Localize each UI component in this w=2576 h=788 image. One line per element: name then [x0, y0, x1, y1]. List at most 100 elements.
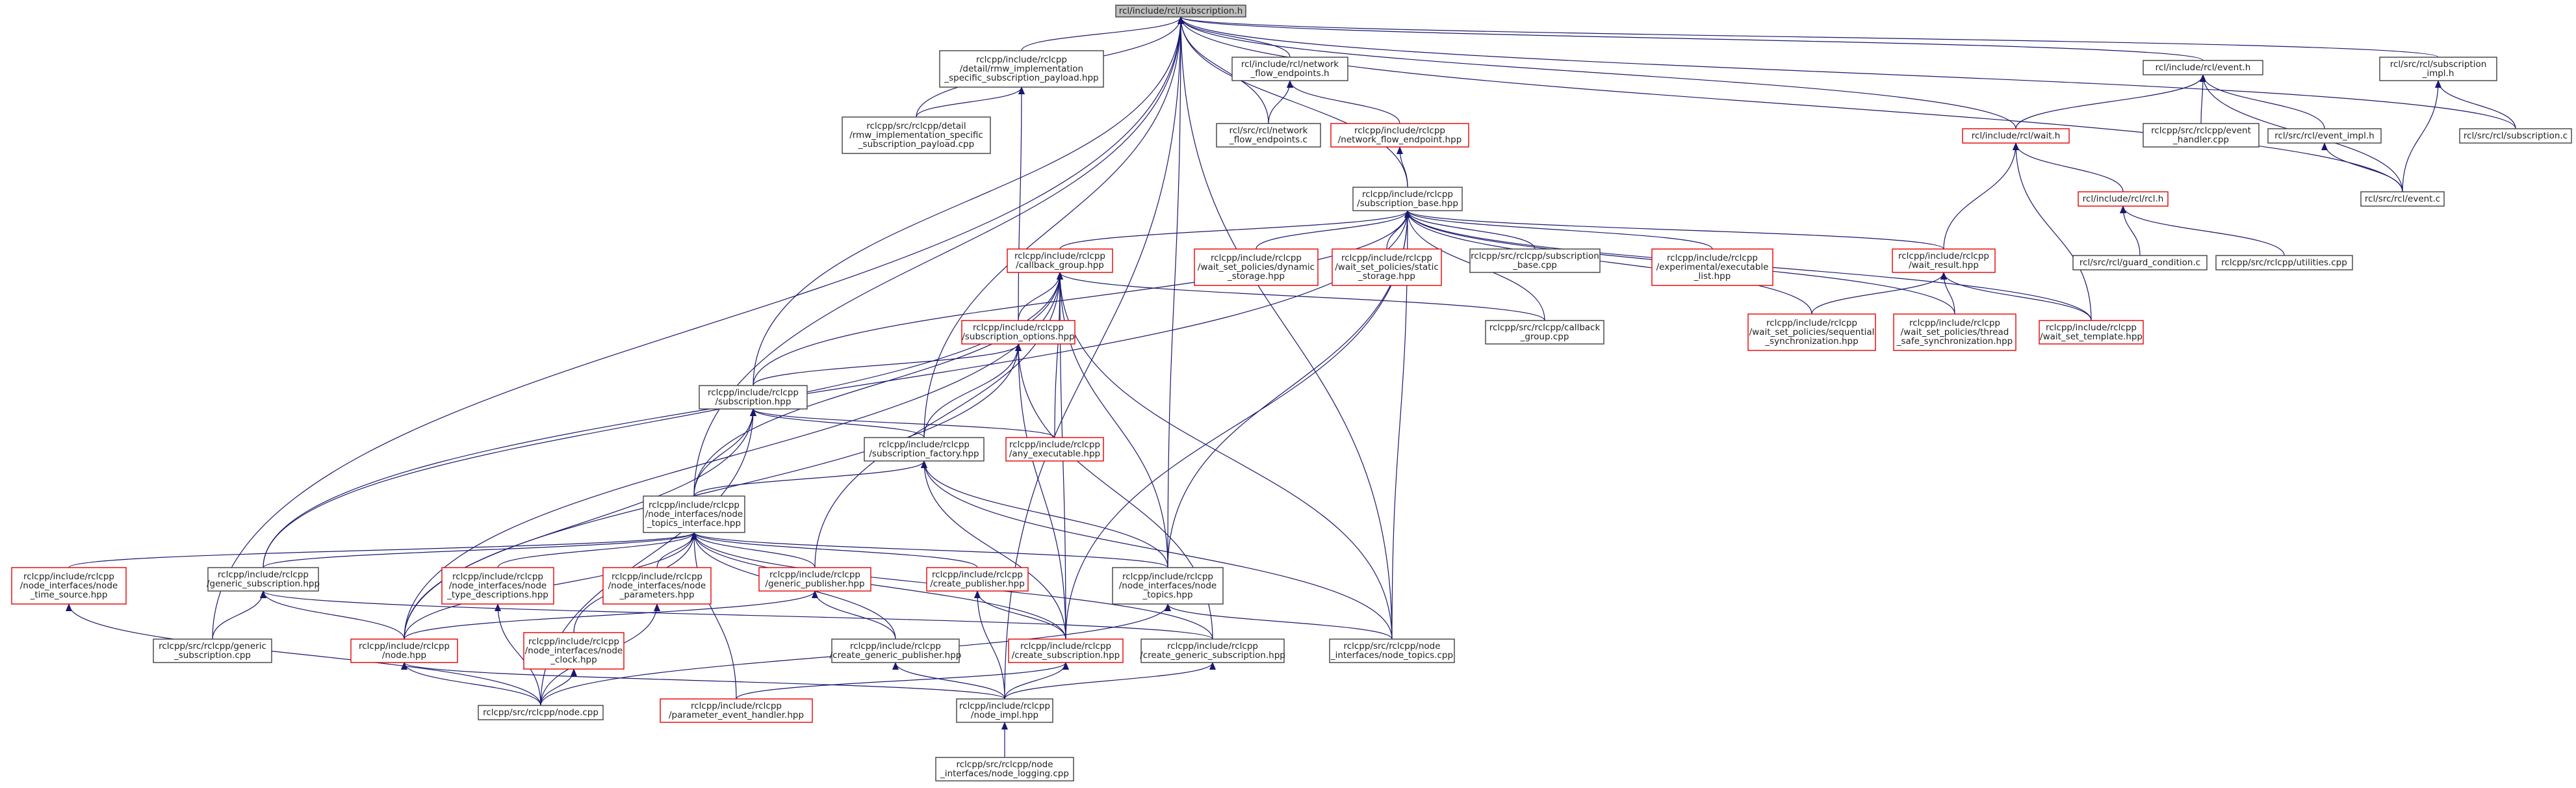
node-callback-group-hpp[interactable]: rclcpp/include/rclcpp/callback_group.hpp — [1007, 248, 1113, 273]
node-label-line: /detail/rmw_implementation — [960, 64, 1083, 74]
node-ws-template[interactable]: rclcpp/include/rclcpp/wait_set_template.… — [2039, 320, 2144, 345]
node-label-line: rclcpp/src/rclcpp/node.cpp — [483, 707, 599, 718]
edge-node_impl-to-create_gen_pub — [892, 662, 1005, 700]
node-wait-result[interactable]: rclcpp/include/rclcpp/wait_result.hpp — [1892, 248, 1996, 273]
node-create-gen-pub[interactable]: rclcpp/include/rclcpp/create_generic_pub… — [830, 638, 962, 663]
node-gen-sub-hpp[interactable]: rclcpp/include/rclcpp/generic_subscripti… — [207, 567, 320, 592]
node-cbg-cpp[interactable]: rclcpp/src/rclcpp/callback_group.cpp — [1485, 320, 1604, 345]
node-label-line: rcl/include/rcl/network — [1241, 59, 1339, 70]
node-create-sub[interactable]: rclcpp/include/rclcpp/create_subscriptio… — [1008, 638, 1124, 663]
node-root[interactable]: rcl/include/rcl/subscription.h — [1115, 5, 1246, 18]
node-param-event[interactable]: rclcpp/include/rclcpp/parameter_event_ha… — [660, 698, 813, 723]
node-event-c[interactable]: rcl/src/rcl/event.c — [2360, 191, 2445, 207]
node-utilities-cpp[interactable]: rclcpp/src/rclcpp/utilities.cpp — [2215, 255, 2353, 270]
node-box — [1332, 248, 1442, 286]
node-subscription-hpp[interactable]: rclcpp/include/rclcpp/subscription.hpp — [699, 385, 808, 410]
node-wait-h[interactable]: rcl/include/rcl/wait.h — [1962, 128, 2070, 144]
edge-node_hpp-to-sub_options — [404, 343, 1022, 640]
node-box — [1115, 5, 1246, 18]
node-box — [1216, 123, 1321, 148]
node-netflow-hpp[interactable]: rclcpp/include/rclcpp/network_flow_endpo… — [1330, 123, 1469, 148]
node-rmw-hpp[interactable]: rclcpp/include/rclcpp/detail/rmw_impleme… — [939, 50, 1104, 88]
edge-ntopics_hpp-to-sub_factory — [921, 460, 1168, 568]
node-node-impl[interactable]: rclcpp/include/rclcpp/node_impl.hpp — [956, 698, 1053, 723]
node-label-line: rclcpp/include/rclcpp — [528, 637, 619, 647]
edge-guard_c-to-rcl_h — [2120, 205, 2141, 256]
edge-subimpl_h-to-root — [1178, 16, 2439, 58]
node-nts[interactable]: rclcpp/include/rclcpp/node_interfaces/no… — [11, 567, 127, 605]
node-box — [478, 705, 604, 720]
edge-subbase_hpp-to-netflow_hpp — [1397, 146, 1408, 188]
node-ntd[interactable]: rclcpp/include/rclcpp/node_interfaces/no… — [441, 567, 554, 605]
node-label-line: /create_generic_subscription.hpp — [1140, 650, 1285, 661]
node-label-line: /wait_set_policies/dynamic — [1198, 262, 1315, 272]
edge-node_impl-to-create_gen_sub — [1004, 662, 1216, 700]
node-sub-options[interactable]: rclcpp/include/rclcpp/subscription_optio… — [961, 320, 1075, 345]
node-subimpl-h[interactable]: rcl/src/rcl/subscription_impl.h — [2379, 57, 2497, 81]
node-sub-factory[interactable]: rclcpp/include/rclcpp/subscription_facto… — [864, 437, 985, 462]
node-nti[interactable]: rclcpp/include/rclcpp/node_interfaces/no… — [643, 495, 745, 533]
node-netflow-h[interactable]: rcl/include/rcl/network_flow_endpoints.h — [1231, 57, 1348, 81]
node-box — [1008, 638, 1124, 663]
node-label-line: _subscription.cpp — [174, 650, 251, 661]
node-ws-static[interactable]: rclcpp/include/rclcpp/wait_set_policies/… — [1332, 248, 1442, 286]
node-box — [2379, 57, 2497, 81]
node-box — [153, 638, 272, 663]
edge-ws_seq-to-subbase_hpp — [1404, 210, 1812, 315]
node-event-impl-h[interactable]: rcl/src/rcl/event_impl.h — [2267, 128, 2382, 144]
node-label-line: _safe_synchronization.hpp — [1896, 336, 2013, 347]
node-create-pub[interactable]: rclcpp/include/rclcpp/create_publisher.h… — [926, 567, 1029, 592]
edge-ntopics_cpp-to-root — [1178, 16, 1393, 640]
node-label-line: /generic_subscription.hpp — [207, 579, 320, 589]
node-gen-sub-cpp[interactable]: rclcpp/src/rclcpp/generic_subscription.c… — [153, 638, 272, 663]
node-event-handler-cpp[interactable]: rclcpp/src/rclcpp/event_handler.cpp — [2143, 123, 2260, 148]
edge-wait_result-to-subbase_hpp — [1404, 210, 1944, 250]
node-node-cpp[interactable]: rclcpp/src/rclcpp/node.cpp — [478, 705, 604, 720]
node-label-line: _parameters.hpp — [619, 590, 694, 600]
edge-ntopics_cpp-to-ntopics_hpp — [1165, 603, 1393, 640]
node-node-logging[interactable]: rclcpp/src/rclcpp/node_interfaces/node_l… — [935, 757, 1074, 781]
node-gen-pub-hpp[interactable]: rclcpp/include/rclcpp/generic_publisher.… — [758, 567, 871, 592]
edge-create_gen_pub-to-gen_pub_hpp — [812, 590, 896, 640]
node-label-line: rclcpp/include/rclcpp — [218, 570, 309, 580]
node-label-line: rclcpp/include/rclcpp — [973, 322, 1064, 333]
node-ws-thread[interactable]: rclcpp/include/rclcpp/wait_set_policies/… — [1893, 313, 2016, 351]
node-label-line: /node_interfaces/node — [608, 581, 706, 591]
node-box — [1005, 437, 1104, 462]
edge-rmw_cpp-to-rmw_hpp — [916, 86, 1025, 118]
node-box — [758, 567, 871, 592]
node-rcl-h[interactable]: rcl/include/rcl/rcl.h — [2078, 191, 2169, 207]
node-any-exec[interactable]: rclcpp/include/rclcpp/any_executable.hpp — [1005, 437, 1104, 462]
node-box — [2459, 128, 2572, 144]
edge-subscription_c-to-root — [1178, 16, 2516, 129]
edge-event_h-to-root — [1178, 16, 2204, 61]
node-nparams[interactable]: rclcpp/include/rclcpp/node_interfaces/no… — [602, 567, 712, 605]
node-subscription-c[interactable]: rcl/src/rcl/subscription.c — [2459, 128, 2572, 144]
edge-node_impl-to-node_hpp — [401, 662, 1005, 700]
node-nclock[interactable]: rclcpp/include/rclcpp/node_interfaces/no… — [523, 632, 625, 670]
node-label-line: /callback_group.hpp — [1016, 260, 1104, 270]
node-label-line: rclcpp/src/rclcpp/subscription — [1471, 251, 1599, 261]
node-box — [1194, 248, 1319, 286]
node-subbase-hpp[interactable]: rclcpp/include/rclcpp/subscription_base.… — [1352, 187, 1463, 211]
node-subbase-cpp[interactable]: rclcpp/src/rclcpp/subscription_base.cpp — [1469, 248, 1601, 273]
node-label-line: _group.cpp — [1520, 332, 1569, 342]
node-event-h[interactable]: rcl/include/rcl/event.h — [2143, 60, 2263, 75]
edge-sub_factory-to-sub_options — [923, 343, 1022, 438]
node-netflow-c[interactable]: rcl/src/rcl/network_flow_endpoints.c — [1216, 123, 1321, 148]
node-ws-dynamic[interactable]: rclcpp/include/rclcpp/wait_set_policies/… — [1194, 248, 1319, 286]
node-box — [441, 567, 554, 605]
node-guard-c[interactable]: rcl/src/rcl/guard_condition.c — [2072, 255, 2208, 270]
node-label-line: rcl/include/rcl/rcl.h — [2083, 194, 2164, 204]
node-label-line: rclcpp/include/rclcpp — [1341, 253, 1432, 263]
node-label-line: rcl/src/rcl/event_impl.h — [2274, 131, 2374, 141]
node-ntopics-cpp[interactable]: rclcpp/src/rclcpp/node_interfaces/node_t… — [1329, 638, 1455, 663]
node-exec-list[interactable]: rclcpp/include/rclcpp/experimental/execu… — [1651, 248, 1773, 286]
node-create-gen-sub[interactable]: rclcpp/include/rclcpp/create_generic_sub… — [1140, 638, 1285, 663]
node-box — [926, 567, 1029, 592]
edge-node_hpp-to-gen_pub_hpp — [404, 590, 818, 640]
node-rmw-cpp[interactable]: rclcpp/src/rclcpp/detail/rmw_implementat… — [842, 116, 991, 154]
node-ntopics-hpp[interactable]: rclcpp/include/rclcpp/node_interfaces/no… — [1112, 567, 1224, 605]
node-ws-seq[interactable]: rclcpp/include/rclcpp/wait_set_policies/… — [1747, 313, 1876, 351]
node-node-hpp[interactable]: rclcpp/include/rclcpp/node.hpp — [350, 638, 458, 663]
